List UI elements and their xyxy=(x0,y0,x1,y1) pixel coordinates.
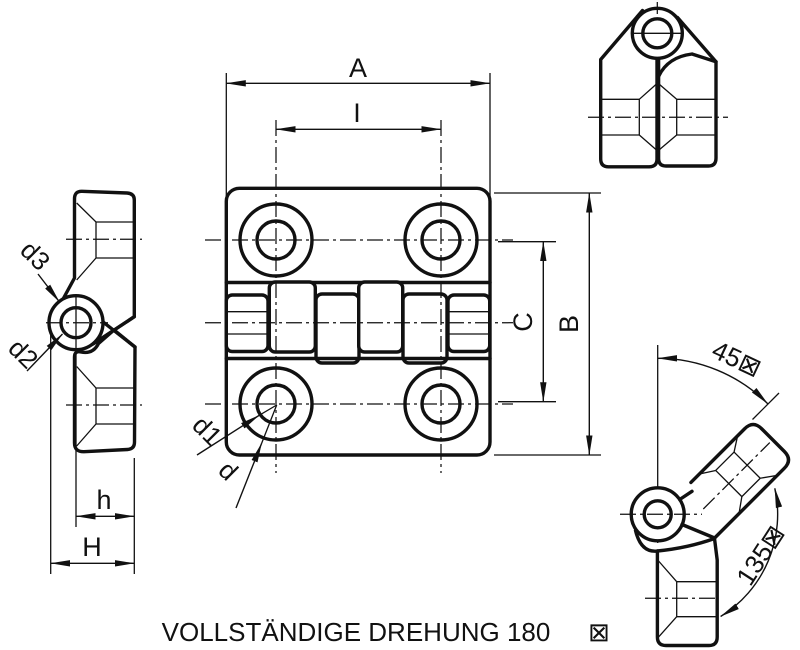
angled-notch-edge xyxy=(678,489,694,502)
dimension-H: H xyxy=(50,334,135,574)
label-H: H xyxy=(82,532,102,562)
annotation-45: 45⊠ xyxy=(657,335,780,420)
dimension-B: B xyxy=(494,192,601,456)
angled-view: 45⊠ 135⊠ xyxy=(620,335,791,648)
angled-leaf-near-edge xyxy=(680,522,717,540)
side-countersink-lines xyxy=(76,202,135,447)
dimension-C: C xyxy=(498,241,556,403)
label-135: 135⊠ xyxy=(730,520,791,591)
angled-lower-countersink xyxy=(657,559,717,639)
side-view-centerlines xyxy=(46,238,142,406)
dimension-I: I xyxy=(275,98,442,133)
label-d1: d1 xyxy=(187,410,229,452)
folded-view-centerlines xyxy=(588,2,728,118)
label-h: h xyxy=(96,485,111,515)
dimension-A: A xyxy=(225,53,491,212)
label-C: C xyxy=(508,312,538,332)
folded-view xyxy=(588,2,728,169)
label-I: I xyxy=(353,98,361,128)
label-d3: d3 xyxy=(15,235,57,277)
angled-upper-leaf xyxy=(689,422,791,540)
side-lower-leaf xyxy=(72,328,137,454)
label-B: B xyxy=(554,315,584,333)
leader-d3: d3 xyxy=(15,235,61,303)
angled-upper-axis xyxy=(702,442,771,510)
label-d: d xyxy=(213,455,244,486)
side-lower-leaf-edge xyxy=(101,320,137,349)
front-view: A I B C d1 d xyxy=(187,53,601,509)
caption: VOLLSTÄNDIGE DREHUNG 180 ⊠ xyxy=(162,617,610,647)
folded-countersink-lines xyxy=(601,83,716,151)
label-d2: d2 xyxy=(3,333,45,375)
caption-degree-symbol: ⊠ xyxy=(588,617,610,647)
angled-fold-curve xyxy=(633,528,660,553)
label-A: A xyxy=(349,53,367,83)
label-45: 45⊠ xyxy=(707,335,766,384)
folded-fold-curve xyxy=(657,52,718,78)
side-view: d3 d2 h H xyxy=(3,189,142,574)
front-view-centerlines xyxy=(205,120,513,473)
angled-lower-leaf xyxy=(655,536,719,648)
caption-text: VOLLSTÄNDIGE DREHUNG 180 xyxy=(162,617,551,647)
dimension-h: h xyxy=(75,352,135,574)
